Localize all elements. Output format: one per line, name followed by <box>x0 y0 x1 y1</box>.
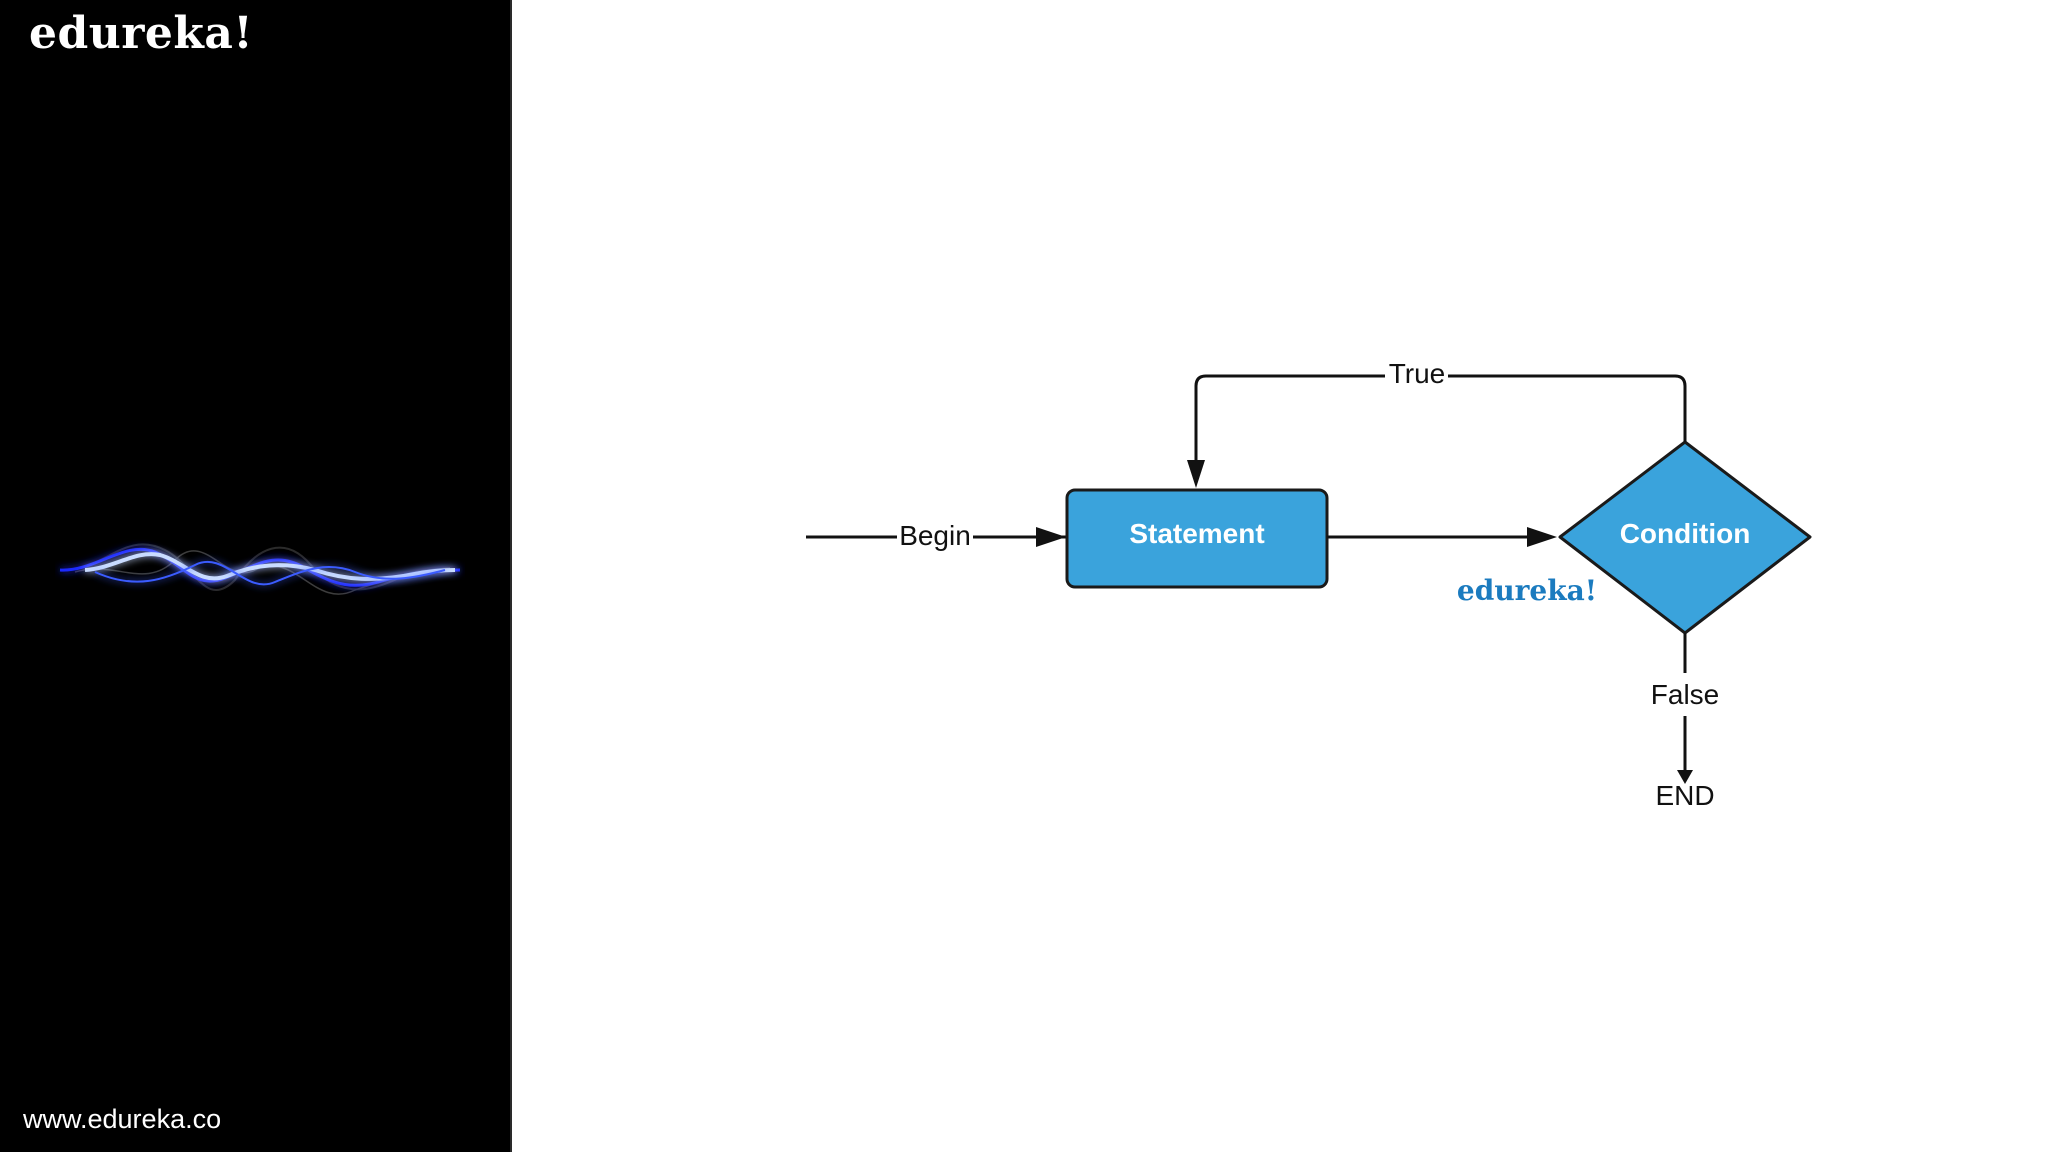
terminal-end: END <box>1655 780 1714 811</box>
edge-label-false: False <box>1651 679 1719 710</box>
sound-wave-graphic <box>59 543 461 595</box>
edge-label-true: True <box>1389 358 1446 389</box>
edge-begin: Begin <box>806 520 1066 551</box>
brand-logo: edureka! <box>29 8 254 59</box>
edge-true: True <box>1187 358 1687 488</box>
website-url: www.edureka.co <box>23 1104 222 1134</box>
begin-arrowhead <box>1036 527 1066 547</box>
edge-statement-condition <box>1327 527 1557 547</box>
node-label-statement: Statement <box>1129 518 1264 549</box>
sidebar: edureka! www.edureka.co <box>0 0 512 1152</box>
false-arrowhead <box>1677 770 1693 784</box>
node-label-condition: Condition <box>1620 518 1751 549</box>
edge-label-begin: Begin <box>899 520 971 551</box>
node-statement: Statement <box>1065 488 1329 589</box>
node-condition: Condition <box>1558 440 1812 635</box>
true-arrowhead <box>1187 460 1205 488</box>
edge-false: False END <box>1651 633 1719 811</box>
watermark-logo: edureka! <box>1457 574 1597 607</box>
arrowhead <box>1527 527 1557 547</box>
